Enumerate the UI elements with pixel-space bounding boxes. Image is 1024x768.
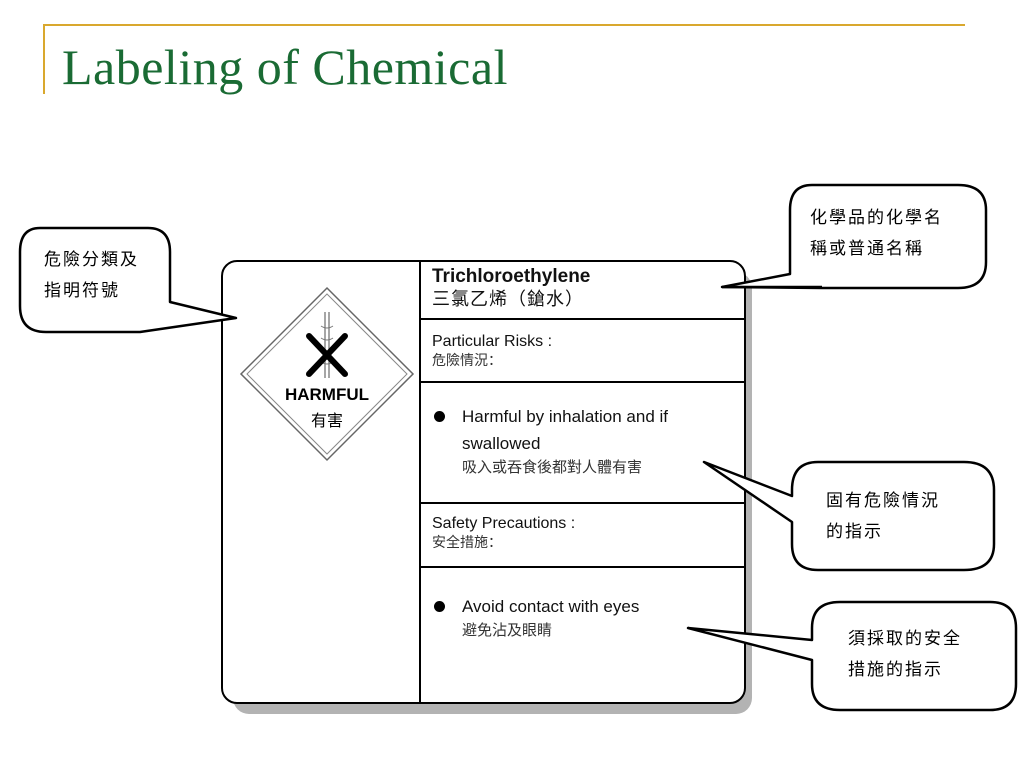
chemical-name-en: Trichloroethylene	[432, 266, 591, 287]
precautions-heading-zh: 安全措施：	[432, 534, 502, 550]
callout-chemical-name-line1: 化學品的化學名	[810, 208, 943, 228]
title-rule-top	[43, 24, 965, 26]
bullet-icon	[434, 601, 445, 612]
callout-bubble-hazard-class	[18, 226, 238, 334]
risks-heading-en: Particular Risks :	[432, 333, 553, 350]
risk-item: Harmful by inhalation and if swallowed 吸…	[432, 403, 734, 479]
risk-line-1: Harmful by inhalation and if	[462, 407, 669, 426]
precautions-heading: Safety Precautions : 安全措施：	[432, 514, 734, 551]
precautions-heading-en: Safety Precautions :	[432, 515, 576, 532]
callout-inherent-risks-line2: 的指示	[826, 522, 883, 542]
callout-chemical-name: 化學品的化學名 稱或普通名稱	[810, 203, 943, 265]
label-divider	[419, 262, 421, 702]
risk-line-2: swallowed	[462, 434, 541, 453]
row-rule	[420, 318, 744, 320]
hazard-pictogram: HARMFUL 有害	[239, 286, 415, 462]
precaution-en: Avoid contact with eyes	[462, 597, 640, 616]
precaution-item: Avoid contact with eyes 避免沾及眼睛	[432, 593, 734, 642]
harmful-diamond-icon	[239, 286, 415, 462]
row-rule	[420, 566, 744, 568]
callout-precautions-line1: 須採取的安全	[848, 629, 962, 649]
title-rule-side	[43, 24, 45, 94]
chemical-label: HARMFUL 有害 Trichloroethylene 三氯乙烯（鎗水） Pa…	[221, 260, 746, 704]
chemical-name-zh: 三氯乙烯（鎗水）	[432, 289, 584, 309]
chemical-name: Trichloroethylene 三氯乙烯（鎗水）	[432, 266, 734, 310]
callout-hazard-class-line2: 指明符號	[44, 281, 120, 301]
pictogram-label-en: HARMFUL	[284, 385, 370, 404]
pictogram-label-zh: 有害	[310, 411, 343, 430]
risk-zh: 吸入或吞食後都對人體有害	[462, 459, 643, 476]
risks-heading: Particular Risks : 危險情況：	[432, 332, 734, 369]
callout-inherent-risks-line1: 固有危險情況	[826, 491, 940, 511]
slide-title: Labeling of Chemical	[62, 39, 508, 95]
callout-hazard-class-line1: 危險分類及	[44, 250, 139, 270]
callout-bubble-precautions	[686, 600, 1018, 712]
callout-bubble-inherent-risks	[702, 460, 996, 572]
row-rule	[420, 381, 744, 383]
callout-precautions-line2: 措施的指示	[848, 660, 943, 680]
risks-heading-zh: 危險情況：	[432, 352, 502, 368]
callout-inherent-risks: 固有危險情況 的指示	[826, 486, 940, 548]
callout-precautions: 須採取的安全 措施的指示	[848, 624, 962, 686]
callout-chemical-name-line2: 稱或普通名稱	[810, 239, 924, 259]
bullet-icon	[434, 411, 445, 422]
precaution-zh: 避免沾及眼睛	[462, 622, 553, 639]
row-rule	[420, 502, 744, 504]
callout-hazard-class: 危險分類及 指明符號	[44, 245, 139, 307]
